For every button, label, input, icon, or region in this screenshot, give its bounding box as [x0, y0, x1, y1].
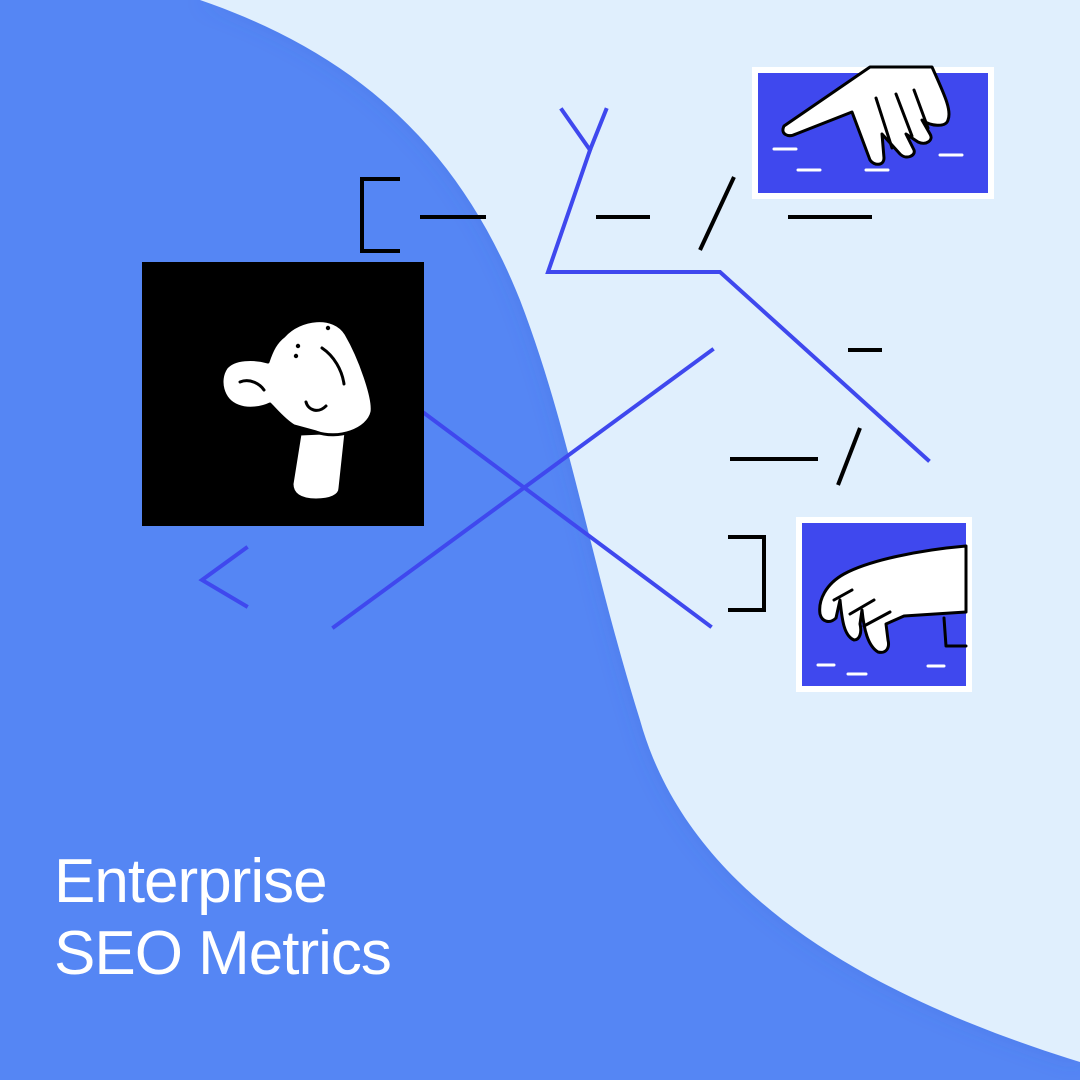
- portrait-card: [142, 262, 424, 526]
- typing-hand-card: [796, 517, 972, 692]
- connector-lines: [198, 107, 931, 630]
- chevron-left-icon: [198, 545, 249, 609]
- pointing-hand-card: [752, 65, 994, 199]
- title-line-2: SEO Metrics: [54, 919, 392, 988]
- page-title: Enterprise SEO Metrics: [54, 846, 392, 990]
- abstract-head-icon: [220, 319, 374, 502]
- title-line-1: Enterprise: [54, 847, 328, 916]
- typing-hand-icon: [818, 544, 968, 654]
- bracket-left-icon: [360, 177, 400, 253]
- bracket-right-icon: [728, 535, 766, 612]
- cross-line-down: [421, 410, 713, 629]
- background-light-wave: [200, 0, 1080, 1062]
- decorative-strokes: [360, 176, 882, 612]
- pointing-hand-icon: [781, 65, 951, 166]
